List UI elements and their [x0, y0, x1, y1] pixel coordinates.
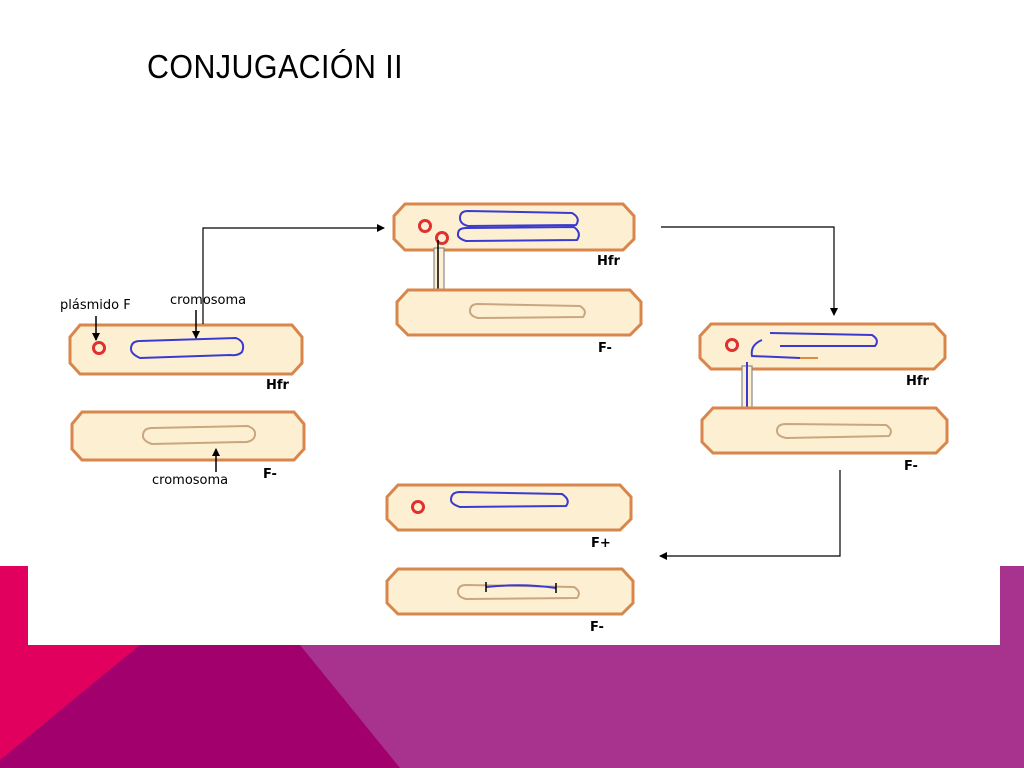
stage4-recipient-cell [385, 567, 635, 616]
stage4-recipient-label: F- [590, 620, 604, 635]
chromosome-annotation-bottom: cromosoma [152, 473, 228, 488]
slide-title: CONJUGACIÓN II [147, 48, 404, 85]
stage2-recipient-label: F- [598, 341, 612, 356]
stage3-donor-chromosome [769, 332, 878, 347]
stage3-recipient-chromosome [775, 422, 892, 440]
stage2-donor-label: Hfr [597, 254, 621, 269]
plasmid-annotation: plásmido F [60, 298, 131, 313]
stage2-plasmid-icon-b [435, 231, 449, 245]
flow-arrow-3-to-4 [659, 470, 841, 560]
stage2-donor-chromosome-b [456, 225, 580, 243]
stage3-recipient-label: F- [904, 459, 918, 474]
stage1-recipient-cell [70, 410, 306, 462]
stage3-donor-chromosome-open [750, 339, 801, 359]
stage2-plasmid-icon-a [418, 219, 432, 233]
stage2-donor-chromosome-a [458, 209, 579, 228]
stage3-donor-label: Hfr [906, 374, 930, 389]
stage3-donor-cell [698, 322, 947, 371]
stage3-plasmid-icon [725, 338, 739, 352]
stage2-donor-cell [392, 202, 636, 252]
stage1-recipient-chromosome [141, 424, 257, 446]
stage4-plasmid-icon [411, 500, 425, 514]
stage4-recipient-chromosome [456, 583, 580, 601]
flow-arrow-1-to-2 [202, 224, 385, 324]
flow-arrow-2-to-3 [661, 226, 838, 316]
stage2-recipient-cell [395, 288, 643, 337]
stage4-recombined-segment [485, 584, 557, 589]
stage3-recipient-cell [700, 406, 949, 455]
pink-footer-corner [0, 645, 140, 760]
stage1-donor-cell [68, 323, 304, 376]
stage4-donor-cell [385, 483, 633, 532]
stage1-plasmid-icon [92, 341, 106, 355]
stage1-donor-chromosome [129, 336, 245, 360]
stage1-recipient-label: F- [263, 467, 277, 482]
stage4-donor-chromosome [449, 490, 569, 509]
stage1-donor-label: Hfr [266, 378, 290, 393]
stage2-conjugation-bridge [433, 247, 445, 293]
stage4-donor-label: F+ [591, 536, 611, 551]
chromosome-annotation-top: cromosoma [170, 293, 246, 308]
stage2-recipient-chromosome [468, 302, 586, 320]
